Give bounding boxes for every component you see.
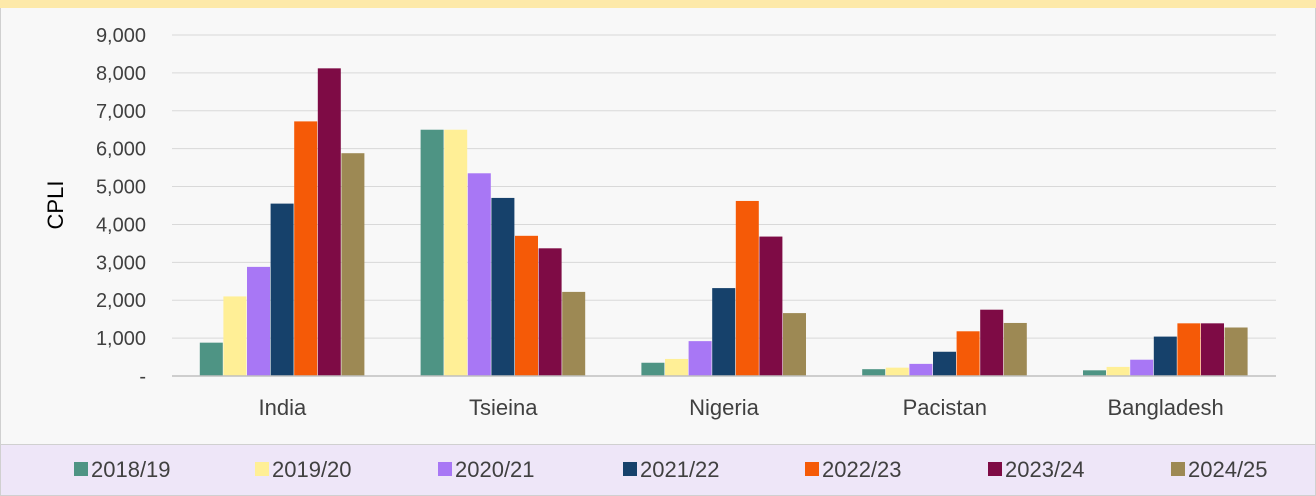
- bar-pacistan-2019-20: [885, 367, 909, 376]
- x-category-label: Tsieina: [469, 395, 538, 420]
- y-axis-title-group: CPLI: [43, 181, 68, 230]
- legend-label: 2020/21: [455, 457, 535, 482]
- y-tick-label: 1,000: [96, 328, 146, 350]
- legend-swatch: [255, 462, 269, 476]
- bar-india-2023-24: [317, 68, 341, 376]
- bars: [199, 68, 1248, 376]
- legend-label: 2018/19: [91, 457, 171, 482]
- y-tick-label: 9,000: [96, 25, 146, 47]
- bar-india-2019-20: [223, 296, 247, 376]
- legend-panel: [0, 444, 1316, 496]
- y-tick-label: -: [139, 366, 146, 388]
- legend-swatch: [438, 462, 452, 476]
- y-tick-label: 3,000: [96, 252, 146, 274]
- bar-india-2018-19: [199, 342, 223, 376]
- bar-bangladesh-2024-25: [1224, 327, 1248, 376]
- legend-label: 2024/25: [1188, 457, 1268, 482]
- bar-nigeria-2022-23: [735, 200, 759, 376]
- bar-bangladesh-2023-24: [1201, 323, 1224, 376]
- legend-swatch: [1171, 462, 1185, 476]
- bar-nigeria-2021-22: [712, 288, 736, 376]
- bar-pacistan-2023-24: [980, 309, 1004, 376]
- bar-india-2021-22: [270, 203, 294, 376]
- bar-nigeria-2019-20: [665, 358, 688, 376]
- bar-tsieina-2024-25: [562, 291, 586, 376]
- y-tick-label: 2,000: [96, 290, 146, 312]
- bar-bangladesh-2022-23: [1177, 323, 1201, 376]
- bar-india-2024-25: [341, 153, 365, 376]
- bar-tsieina-2020-21: [467, 173, 491, 376]
- bar-nigeria-2023-24: [759, 236, 783, 376]
- y-tick-label: 5,000: [96, 177, 146, 199]
- bar-pacistan-2020-21: [909, 363, 933, 376]
- bar-bangladesh-2020-21: [1130, 359, 1154, 376]
- y-axis-title: CPLI: [43, 181, 68, 230]
- legend-swatch: [74, 462, 88, 476]
- bar-tsieina-2021-22: [491, 197, 515, 376]
- x-category-label: Bangladesh: [1107, 395, 1223, 420]
- y-axis-ticks: - 1,000 2,000 3,000 4,000 5,000 6,000 7,000 8,00…: [96, 25, 146, 388]
- bar-bangladesh-2019-20: [1106, 366, 1130, 376]
- bar-nigeria-2018-19: [641, 362, 665, 376]
- bar-pacistan-2024-25: [1003, 322, 1027, 376]
- legend-swatch: [623, 462, 637, 476]
- legend: 2018/19 2019/20 2020/21 2021/22 2022/23 2023/…: [74, 457, 1268, 482]
- legend-label: 2023/24: [1005, 457, 1085, 482]
- y-tick-label: 6,000: [96, 139, 146, 161]
- legend-label: 2021/22: [640, 457, 720, 482]
- bar-tsieina-2018-19: [420, 129, 444, 376]
- bar-nigeria-2024-25: [783, 313, 806, 376]
- y-tick-label: 4,000: [96, 214, 146, 236]
- legend-label: 2022/23: [822, 457, 902, 482]
- legend-label: 2019/20: [272, 457, 352, 482]
- bar-bangladesh-2018-19: [1083, 370, 1106, 376]
- bar-pacistan-2022-23: [956, 331, 980, 376]
- x-axis-categories: India Tsieina Nigeria Pacistan Bangladesh: [259, 395, 1224, 420]
- x-category-label: India: [259, 395, 307, 420]
- y-tick-label: 7,000: [96, 101, 146, 123]
- bar-tsieina-2019-20: [444, 129, 468, 376]
- x-category-label: Nigeria: [689, 395, 759, 420]
- bar-nigeria-2020-21: [688, 341, 712, 376]
- bar-pacistan-2021-22: [933, 351, 956, 376]
- x-category-label: Pacistan: [903, 395, 987, 420]
- legend-swatch: [805, 462, 819, 476]
- legend-swatch: [988, 462, 1002, 476]
- y-tick-label: 8,000: [96, 63, 146, 85]
- bar-pacistan-2018-19: [862, 369, 886, 376]
- bar-bangladesh-2021-22: [1153, 336, 1177, 376]
- bar-india-2020-21: [247, 266, 270, 376]
- bar-tsieina-2023-24: [538, 248, 562, 376]
- bar-india-2022-23: [294, 121, 318, 376]
- bar-tsieina-2022-23: [515, 235, 538, 376]
